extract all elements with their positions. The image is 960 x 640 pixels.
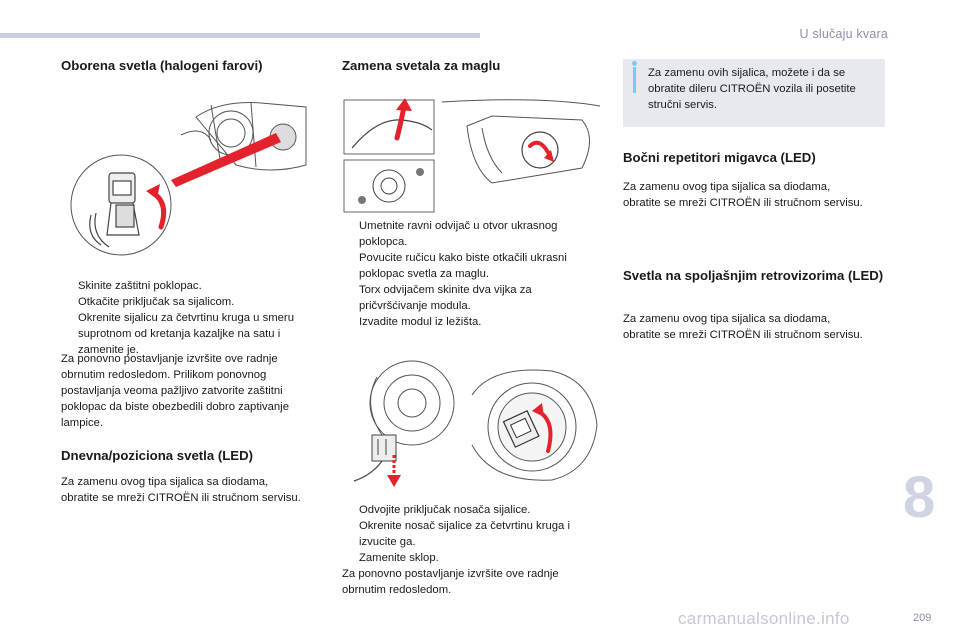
low-beam-paragraph: Za ponovno postavljanje izvršite ove rad…	[61, 353, 289, 429]
info-icon	[632, 61, 637, 66]
list-item: Skinite zaštitni poklopac.	[78, 280, 202, 292]
section-title-side-repeaters: Bočni repetitori migavca (LED)	[623, 150, 816, 165]
list-item: Odvojite priključak nosača sijalice.	[359, 504, 531, 516]
list-item: Zamenite sklop.	[359, 552, 439, 564]
info-note-text: Za zamenu ovih sijalica, možete i da se …	[648, 67, 856, 111]
section-title-low-beam: Oborena svetla (halogeni farovi)	[61, 58, 263, 73]
list-item: Okrenite sijalicu za četvrtinu kruga u s…	[78, 312, 294, 356]
page-number: 209	[913, 612, 932, 624]
watermark: carmanualsonline.info	[678, 609, 850, 628]
mirror-lights-text: Za zamenu ovog tipa sijalica sa diodama,…	[623, 313, 863, 341]
section-title-drl: Dnevna/poziciona svetla (LED)	[61, 448, 253, 463]
info-note: Za zamenu ovih sijalica, možete i da se …	[623, 59, 885, 127]
header-bar	[0, 33, 480, 38]
chapter-number: 8	[903, 465, 936, 530]
drl-text: Za zamenu ovog tipa sijalica sa diodama,…	[61, 476, 301, 504]
low-beam-illustration	[70, 102, 307, 256]
side-repeaters-text: Za zamenu ovog tipa sijalica sa diodama,…	[623, 181, 863, 209]
list-item: Umetnite ravni odvijač u otvor ukrasnog …	[359, 220, 558, 248]
section-title-fog-lights: Zamena svetala za maglu	[342, 58, 501, 73]
fog-bulb-illustration	[353, 360, 598, 487]
fog-steps-a: Umetnite ravni odvijač u otvor ukrasnog …	[342, 218, 592, 330]
list-item: Okrenite nosač sijalice za četvrtinu kru…	[359, 520, 570, 548]
chapter-title: U slučaju kvara	[799, 27, 888, 41]
fog-paragraph: Za ponovno postavljanje izvršite ove rad…	[342, 568, 559, 596]
fog-light-cover-illustration	[343, 98, 601, 213]
list-item: Povucite ručicu kako biste otkačili ukra…	[359, 252, 567, 280]
list-item: Izvadite modul iz ležišta.	[359, 316, 482, 328]
low-beam-steps: Skinite zaštitni poklopac. Otkačite prik…	[61, 278, 311, 358]
section-title-mirror-lights: Svetla na spoljašnjim retrovizorima (LED…	[623, 268, 884, 283]
fog-steps-b: Odvojite priključak nosača sijalice. Okr…	[342, 502, 592, 566]
list-item: Torx odvijačem skinite dva vijka za prič…	[359, 284, 532, 312]
list-item: Otkačite priključak sa sijalicom.	[78, 296, 235, 308]
